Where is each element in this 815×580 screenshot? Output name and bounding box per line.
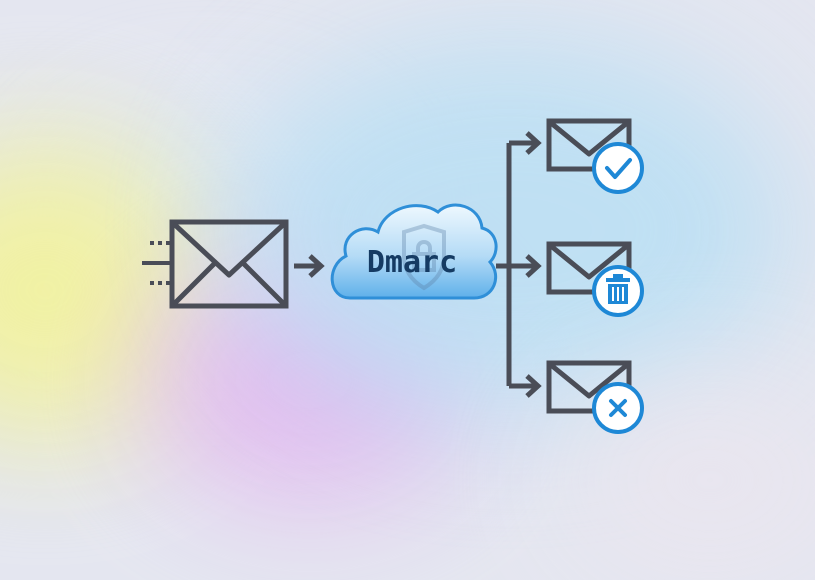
x-icon <box>592 382 644 434</box>
motion-lines <box>142 241 170 285</box>
incoming-email-icon <box>169 219 289 309</box>
dmarc-label: Dmarc <box>367 245 457 280</box>
branch-connector <box>496 131 542 398</box>
check-icon <box>592 142 644 194</box>
outcome-rejected <box>546 360 644 434</box>
shield-icon <box>402 223 446 291</box>
trash-icon <box>592 265 644 317</box>
diagram-canvas: Dmarc <box>0 40 790 500</box>
outcome-accepted <box>546 118 644 194</box>
dmarc-cloud: Dmarc <box>330 203 498 300</box>
outcome-deleted <box>546 241 644 317</box>
dmarc-flow-diagram: Dmarc <box>142 118 644 434</box>
arrow-to-cloud <box>294 254 325 278</box>
